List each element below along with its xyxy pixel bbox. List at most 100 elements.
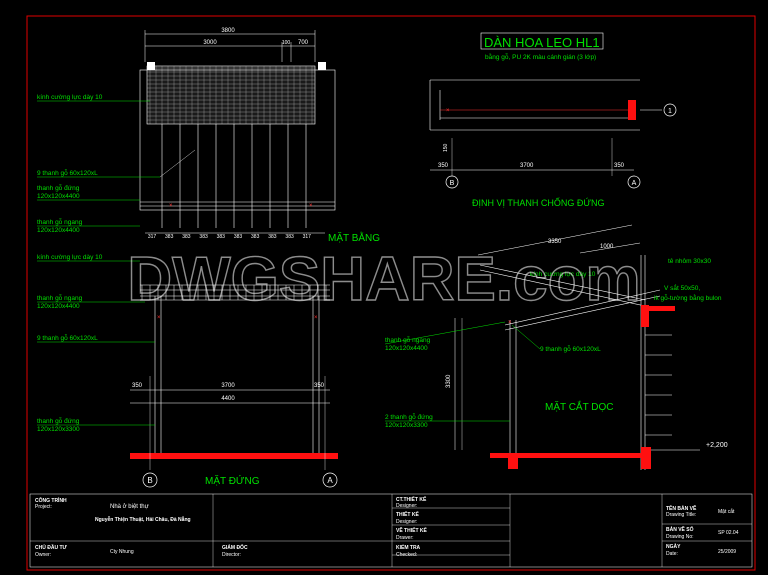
plan-bars-label: 9 thanh gỗ 60x120xL	[37, 168, 98, 177]
plan-beam-label: thanh gỗ ngang	[37, 217, 83, 226]
project-name: Nhà ở biệt thự	[110, 503, 149, 510]
svg-text:tê nhôm 30x30: tê nhôm 30x30	[668, 258, 711, 265]
svg-text:TÊN BẢN VẼ: TÊN BẢN VẼ	[666, 504, 697, 512]
plan-dim-part-1: 3000	[203, 40, 217, 46]
plan-bottom-dim: 383	[251, 234, 260, 240]
svg-text:GIÁM ĐỐC: GIÁM ĐỐC	[222, 544, 248, 551]
svg-text:+2,200: +2,200	[706, 442, 728, 449]
plan-bottom-dim: 317	[148, 234, 157, 240]
svg-text:Project:: Project:	[35, 504, 52, 510]
plan-bottom-dim: 383	[234, 234, 243, 240]
svg-text:×: ×	[309, 203, 313, 209]
svg-text:kính cường lực dày 10: kính cường lực dày 10	[530, 271, 596, 278]
plan-bottom-dim: 383	[165, 234, 174, 240]
svg-text:B: B	[450, 180, 455, 187]
plan-post-tl	[147, 62, 155, 70]
svg-text:3700: 3700	[221, 383, 235, 389]
svg-text:CT.THIẾT KẾ: CT.THIẾT KẾ	[396, 496, 427, 503]
detail-red-post	[628, 100, 636, 120]
detail-title: DÀN HOA LEO HL1	[484, 35, 600, 50]
detail-caption: ĐỊNH VỊ THANH CHỐNG ĐỨNG	[472, 197, 605, 208]
detail-view: DÀN HOA LEO HL1 bằng gỗ, PU 2K màu cánh …	[429, 32, 677, 208]
svg-text:thanh gỗ ngang: thanh gỗ ngang	[385, 335, 431, 344]
elevation-axis-a	[322, 472, 338, 488]
drawing-number: SP 02.04	[718, 530, 739, 536]
svg-text:3300: 3300	[446, 374, 452, 388]
plan-dim-part-3: 700	[298, 40, 309, 46]
svg-text:KIỂM TRA: KIỂM TRA	[396, 544, 421, 551]
elevation-ground	[130, 453, 338, 459]
plan-dim-total: 3800	[221, 28, 235, 34]
svg-text:Drawer:: Drawer:	[396, 535, 414, 541]
section-view: 3350 1000 × +2,200 3300 tê nhôm 30x30 kí…	[384, 224, 728, 470]
plan-dim-part-2: 100	[282, 40, 291, 46]
svg-text:1: 1	[668, 108, 672, 115]
section-title: MẶT CẮT DỌC	[545, 400, 614, 413]
elevation-title: MẶT ĐỨNG	[205, 474, 260, 487]
svg-text:Designer:: Designer:	[396, 503, 417, 509]
svg-text:Director:: Director:	[222, 552, 241, 558]
svg-text:B: B	[147, 476, 152, 485]
plan-bottom-dim: 383	[268, 234, 277, 240]
svg-text:CÔNG TRÌNH: CÔNG TRÌNH	[35, 496, 67, 504]
svg-text:kính cường lực dày 10: kính cường lực dày 10	[37, 254, 103, 261]
svg-text:350: 350	[614, 163, 625, 169]
svg-text:120x120x3300: 120x120x3300	[37, 426, 80, 433]
svg-text:THIẾT KẾ: THIẾT KẾ	[396, 511, 419, 518]
svg-text:×: ×	[508, 320, 512, 326]
svg-text:×: ×	[169, 203, 173, 209]
plan-bottom-dim: 383	[199, 234, 208, 240]
svg-text:V sắt 50x50,: V sắt 50x50,	[664, 283, 700, 292]
plan-bottom-dim: 383	[285, 234, 294, 240]
svg-text:3700: 3700	[520, 163, 534, 169]
svg-text:lk gỗ-tường bằng bulon: lk gỗ-tường bằng bulon	[654, 293, 722, 302]
svg-text:Checked:: Checked:	[396, 552, 417, 558]
section-ground	[490, 453, 642, 458]
svg-text:350: 350	[314, 383, 325, 389]
drawing-title: Mặt cắt	[718, 508, 735, 515]
svg-text:120x120x3300: 120x120x3300	[385, 422, 428, 429]
svg-text:thanh gỗ đứng: thanh gỗ đứng	[37, 416, 80, 425]
plan-view: 3800 3000 100 700 × × 317 383 383 383 383 383…	[37, 28, 380, 244]
svg-text:Designer:: Designer:	[396, 519, 417, 525]
svg-text:CHỦ ĐẦU TƯ: CHỦ ĐẦU TƯ	[35, 544, 67, 551]
svg-text:Cty Nhung: Cty Nhung	[110, 549, 134, 555]
sheet-border	[26, 15, 756, 571]
svg-text:150: 150	[443, 143, 449, 152]
plan-bottom-dim: 383	[217, 234, 226, 240]
svg-text:×: ×	[157, 315, 161, 321]
svg-text:120x120x4400: 120x120x4400	[37, 303, 80, 310]
elevation-axis-b	[142, 472, 158, 488]
section-wall-bracket	[641, 305, 649, 327]
watermark: DWGSHARE.com	[127, 245, 640, 314]
plan-glass-panel	[146, 65, 316, 125]
svg-text:×: ×	[314, 315, 318, 321]
title-block: CÔNG TRÌNH Project: Nhà ở biệt thự Nguyễ…	[29, 493, 753, 568]
plan-post-label: thanh gỗ đứng	[37, 183, 80, 192]
svg-text:Drawing No:: Drawing No:	[666, 534, 694, 540]
drawing-date: 25/2009	[718, 549, 736, 555]
svg-text:A: A	[632, 180, 637, 187]
svg-text:9 thanh gỗ 60x120xL: 9 thanh gỗ 60x120xL	[540, 344, 601, 353]
svg-text:NGÀY: NGÀY	[666, 543, 681, 550]
plan-post-size: 120x120x4400	[37, 193, 80, 200]
detail-axis-a	[627, 175, 641, 189]
svg-text:Owner:: Owner:	[35, 552, 51, 558]
svg-text:Nguyễn Thiện Thuật, Hải Châu,: Nguyễn Thiện Thuật, Hải Châu, Đà Nẵng	[95, 516, 191, 523]
svg-text:thanh gỗ ngang: thanh gỗ ngang	[37, 293, 83, 302]
plan-bottom-dim: 317	[303, 234, 312, 240]
plan-title: MẶT BẰNG	[328, 231, 380, 244]
svg-text:1000: 1000	[600, 244, 614, 250]
svg-text:9 thanh gỗ 60x120xL: 9 thanh gỗ 60x120xL	[37, 333, 98, 342]
detail-subtitle: bằng gỗ, PU 2K màu cánh gián (3 lớp)	[485, 52, 596, 61]
svg-text:4400: 4400	[221, 396, 235, 402]
detail-axis-b	[445, 175, 459, 189]
plan-beam-size: 120x120x4400	[37, 227, 80, 234]
plan-bottom-dim: 383	[182, 234, 191, 240]
svg-text:×: ×	[446, 108, 450, 114]
svg-text:Date:: Date:	[666, 551, 678, 557]
svg-text:3350: 3350	[548, 239, 562, 245]
svg-text:Drawing Title:: Drawing Title:	[666, 512, 696, 518]
svg-text:120x120x4400: 120x120x4400	[385, 345, 428, 352]
